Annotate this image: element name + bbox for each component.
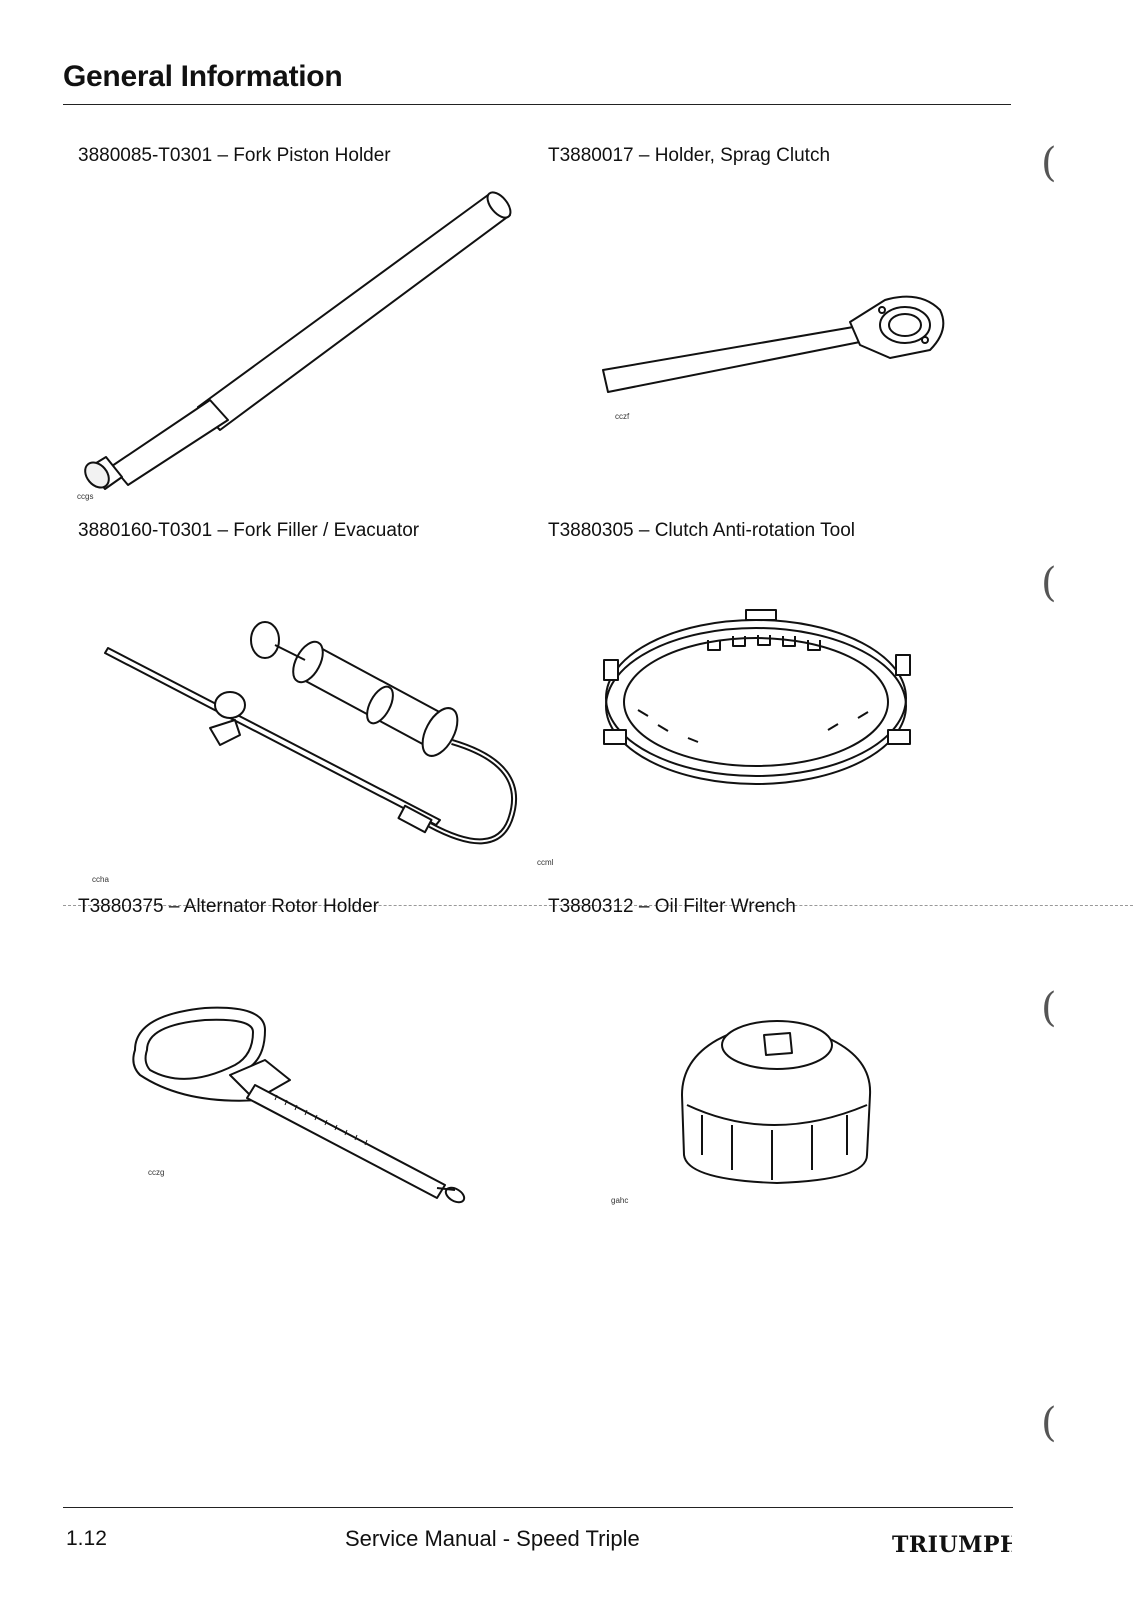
footer-rule: [63, 1507, 1013, 1508]
figure-ref-code: ccgs: [77, 492, 94, 501]
sprag-clutch-holder-illustration: [602, 295, 945, 393]
page-number: 1.12: [66, 1527, 107, 1550]
fork-filler-evacuator-illustration: [104, 621, 517, 845]
page-title: General Information: [63, 60, 343, 93]
figure-ref-code: ccha: [92, 875, 109, 884]
figure-ref-code: cczf: [615, 412, 630, 421]
fork-piston-holder-illustration: [84, 191, 512, 490]
header-rule: [63, 104, 1011, 105]
figure-ref-code: gahc: [611, 1196, 629, 1205]
clutch-anti-rotation-tool-illustration: [603, 609, 911, 785]
binder-hole-mark: (: [1041, 985, 1057, 1031]
triumph-logo: TRIUMPH: [892, 1532, 1012, 1558]
section-divider: [63, 905, 1133, 906]
binder-hole-mark: (: [1041, 1400, 1057, 1446]
figure-ref-code: cczg: [148, 1168, 165, 1177]
tool-caption-fork-filler-evacuator: 3880160-T0301 – Fork Filler / Evacuator: [78, 520, 420, 541]
binder-hole-mark: (: [1041, 560, 1057, 606]
svg-text:TRIUMPH: TRIUMPH: [892, 1532, 1012, 1558]
tool-caption-oil-filter-wrench: T3880312 – Oil Filter Wrench: [548, 896, 796, 917]
tool-caption-alternator-rotor-holder: T3880375 – Alternator Rotor Holder: [78, 896, 380, 917]
figure-ref-code: ccml: [537, 858, 554, 867]
alternator-rotor-holder-illustration: [132, 1006, 466, 1204]
tool-caption-clutch-anti-rotation-tool: T3880305 – Clutch Anti-rotation Tool: [548, 520, 856, 541]
tool-caption-fork-piston-holder: 3880085-T0301 – Fork Piston Holder: [78, 145, 391, 166]
binder-hole-mark: (: [1041, 140, 1057, 186]
tool-caption-sprag-clutch-holder: T3880017 – Holder, Sprag Clutch: [548, 145, 831, 166]
manual-title: Service Manual - Speed Triple: [345, 1526, 640, 1551]
oil-filter-wrench-illustration: [681, 1020, 872, 1184]
